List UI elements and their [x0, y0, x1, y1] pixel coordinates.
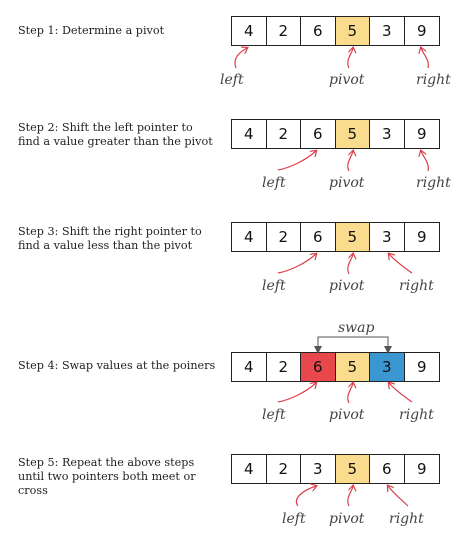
step-1-cell-5: 9 [416, 22, 427, 40]
step-5-pivot-label: pivot [329, 511, 365, 527]
step-5-cell-1: 2 [267, 455, 301, 483]
step-5-cell-5: 9 [416, 460, 427, 478]
step-4-array: 4 2 6 5 3 9 [231, 352, 440, 382]
step-2-cell-4: 3 [370, 120, 405, 148]
step-2-cell-1: 2 [267, 120, 301, 148]
step-5-array: 4 2 3 5 6 9 [231, 454, 440, 484]
step-5-cell-0: 4 [232, 455, 267, 483]
step-5-cell-3: 5 [335, 455, 370, 483]
step-5-left-label: left [282, 511, 306, 527]
step-2-cell-5: 9 [416, 125, 427, 143]
step-2-pivot-label: pivot [329, 175, 365, 191]
step-4-pivot-arrow [347, 383, 353, 404]
step-4-cell-0: 4 [232, 353, 267, 381]
step-2-left-label: left [262, 175, 286, 191]
step-4-description: Step 4: Swap values at the poiners [18, 359, 216, 372]
step-3-array: 4 2 6 5 3 9 [231, 222, 440, 252]
step-5-right-arrow [388, 486, 409, 507]
step-1-right-arrow [421, 48, 429, 69]
step-3-left-arrow [277, 254, 316, 274]
step-1-right-label: right [416, 72, 451, 88]
step-4-cell-2: 6 [301, 353, 336, 381]
step-4-swap-bracket [317, 336, 392, 354]
step-4-right-arrow [389, 383, 413, 403]
step-4-cell-5: 9 [416, 358, 427, 376]
step-4-left-arrow [277, 383, 316, 403]
step-4-swap-label: swap [338, 320, 375, 336]
step-1-left-arrow [234, 48, 247, 69]
step-3-cell-5: 9 [416, 228, 427, 246]
step-2-right-label: right [416, 175, 451, 191]
step-5-description: Step 5: Repeat the above steps until two… [18, 456, 196, 497]
step-3-right-arrow [389, 254, 413, 274]
step-3-cell-2: 6 [301, 223, 336, 251]
step-4-cell-3: 5 [335, 353, 370, 381]
step-3-cell-1: 2 [267, 223, 301, 251]
step-4-pivot-label: pivot [329, 407, 365, 423]
step-2-cell-2: 6 [301, 120, 336, 148]
step-1-cell-2: 6 [301, 17, 336, 45]
step-2-array: 4 2 6 5 3 9 [231, 119, 440, 149]
step-5-right-label: right [389, 511, 424, 527]
step-1-pivot-label: pivot [329, 72, 365, 88]
step-4-cell-4: 3 [370, 353, 405, 381]
step-5-left-arrow [295, 486, 316, 507]
step-4-left-label: left [262, 407, 286, 423]
step-3-cell-3: 5 [335, 223, 370, 251]
step-4-swap-label-bg [336, 322, 370, 336]
step-3-right-label: right [399, 278, 434, 294]
step-1-pivot-arrow [347, 48, 353, 69]
step-2-pivot-arrow [347, 151, 353, 172]
step-1-left-label: left [220, 72, 244, 88]
step-3-left-label: left [262, 278, 286, 294]
step-4-right-label: right [399, 407, 434, 423]
step-2-right-arrow [421, 151, 429, 172]
step-5-cell-2: 3 [301, 455, 336, 483]
step-1-array: 4 2 6 5 3 9 [231, 16, 440, 46]
step-2-description: Step 2: Shift the left pointer to find a… [18, 121, 213, 148]
step-1-cell-3: 5 [335, 17, 370, 45]
step-5-cell-4: 6 [370, 455, 405, 483]
step-3-pivot-label: pivot [329, 278, 365, 294]
step-4-cell-1: 2 [267, 353, 301, 381]
step-3-cell-4: 3 [370, 223, 405, 251]
step-3-cell-0: 4 [232, 223, 267, 251]
step-5-pivot-arrow [347, 486, 353, 507]
step-1-cell-0: 4 [232, 17, 267, 45]
step-1-cell-1: 2 [267, 17, 301, 45]
step-3-pivot-arrow [347, 254, 353, 275]
step-1-description: Step 1: Determine a pivot [18, 24, 165, 37]
step-2-cell-3: 5 [335, 120, 370, 148]
step-1-cell-4: 3 [370, 17, 405, 45]
step-2-left-arrow [277, 151, 316, 171]
step-2-cell-0: 4 [232, 120, 267, 148]
step-3-description: Step 3: Shift the right pointer to find … [18, 225, 202, 252]
